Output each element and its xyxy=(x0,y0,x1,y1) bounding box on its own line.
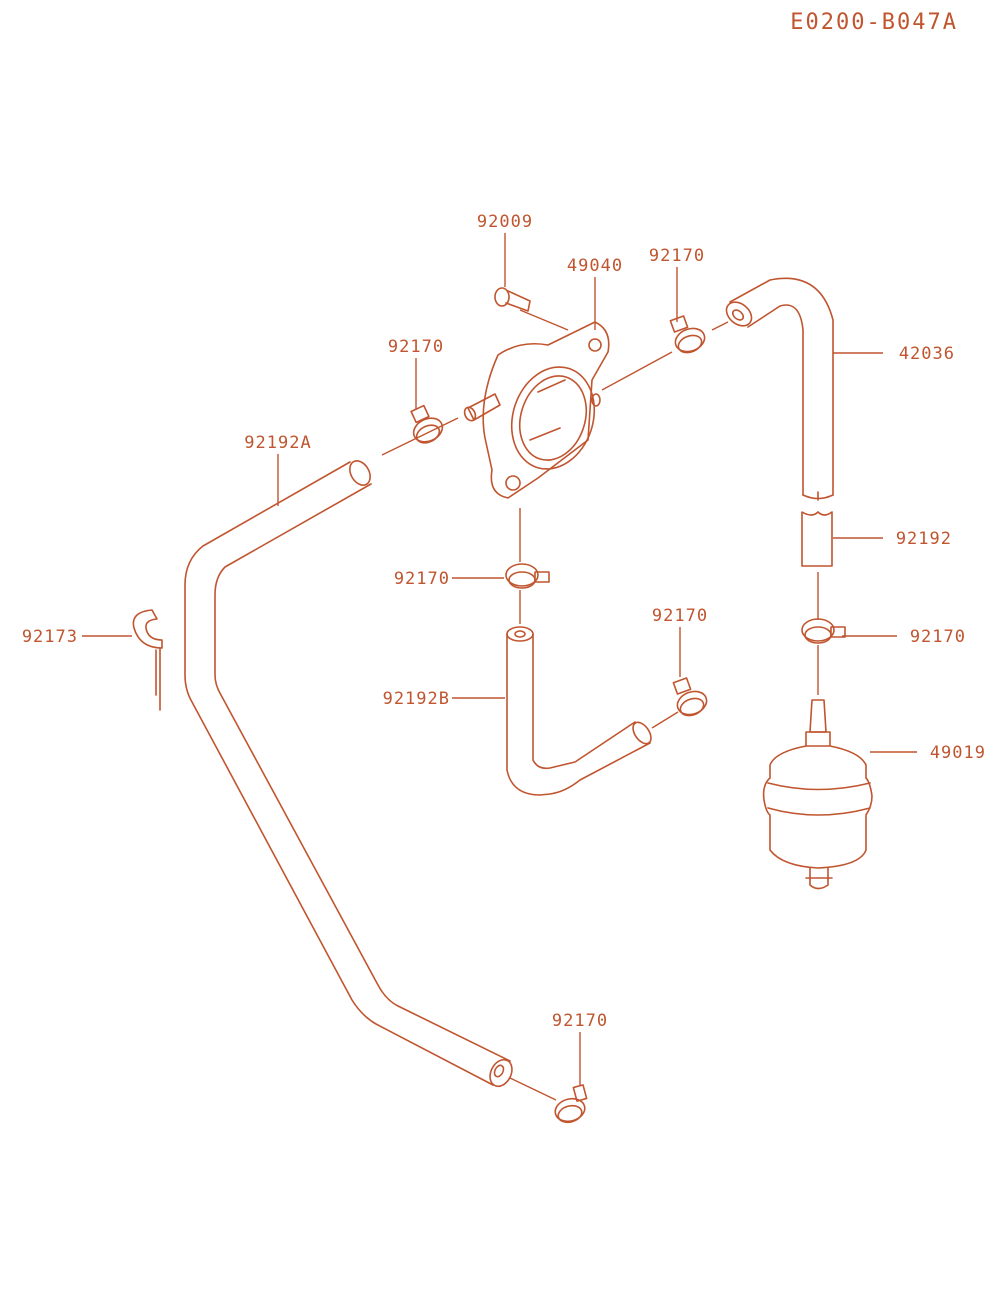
hose-92192A[interactable] xyxy=(184,457,516,1090)
label-92170-bottom[interactable]: 92170 xyxy=(552,1011,608,1031)
hose-42036[interactable] xyxy=(711,277,834,501)
label-49019[interactable]: 49019 xyxy=(930,743,986,763)
hose-92192B[interactable] xyxy=(506,590,679,796)
label-92170-upper-left[interactable]: 92170 xyxy=(388,337,444,357)
leader-bottom-link xyxy=(509,1077,557,1101)
label-92009[interactable]: 92009 xyxy=(477,212,533,232)
fuel-pump-49040[interactable] xyxy=(381,321,673,562)
clip-92173[interactable] xyxy=(132,609,163,711)
label-92192A[interactable]: 92192A xyxy=(244,433,311,453)
label-92192[interactable]: 92192 xyxy=(896,529,952,549)
bolt-92009[interactable] xyxy=(494,287,569,331)
label-92173[interactable]: 92173 xyxy=(22,627,78,647)
diagram-code: E0200-B047A xyxy=(790,10,958,35)
label-92170-mid[interactable]: 92170 xyxy=(394,569,450,589)
label-92170-right[interactable]: 92170 xyxy=(910,627,966,647)
label-92170-top[interactable]: 92170 xyxy=(649,246,705,266)
clamp-92170-mid-right[interactable] xyxy=(672,677,709,719)
label-49040[interactable]: 49040 xyxy=(567,256,623,276)
hose-92192[interactable] xyxy=(801,511,833,695)
fuel-filter-49019[interactable] xyxy=(762,699,873,890)
clamp-92170-upper-left[interactable] xyxy=(410,404,446,447)
leader-lines xyxy=(82,233,917,1086)
clamp-92170-right[interactable] xyxy=(801,618,846,644)
label-42036[interactable]: 42036 xyxy=(899,344,955,364)
clamp-92170-bottom[interactable] xyxy=(553,1084,588,1125)
clamp-92170-mid[interactable] xyxy=(505,563,550,589)
label-92192B[interactable]: 92192B xyxy=(383,689,450,709)
clamp-92170-top[interactable] xyxy=(669,315,707,356)
label-92170-mid-right[interactable]: 92170 xyxy=(652,606,708,626)
